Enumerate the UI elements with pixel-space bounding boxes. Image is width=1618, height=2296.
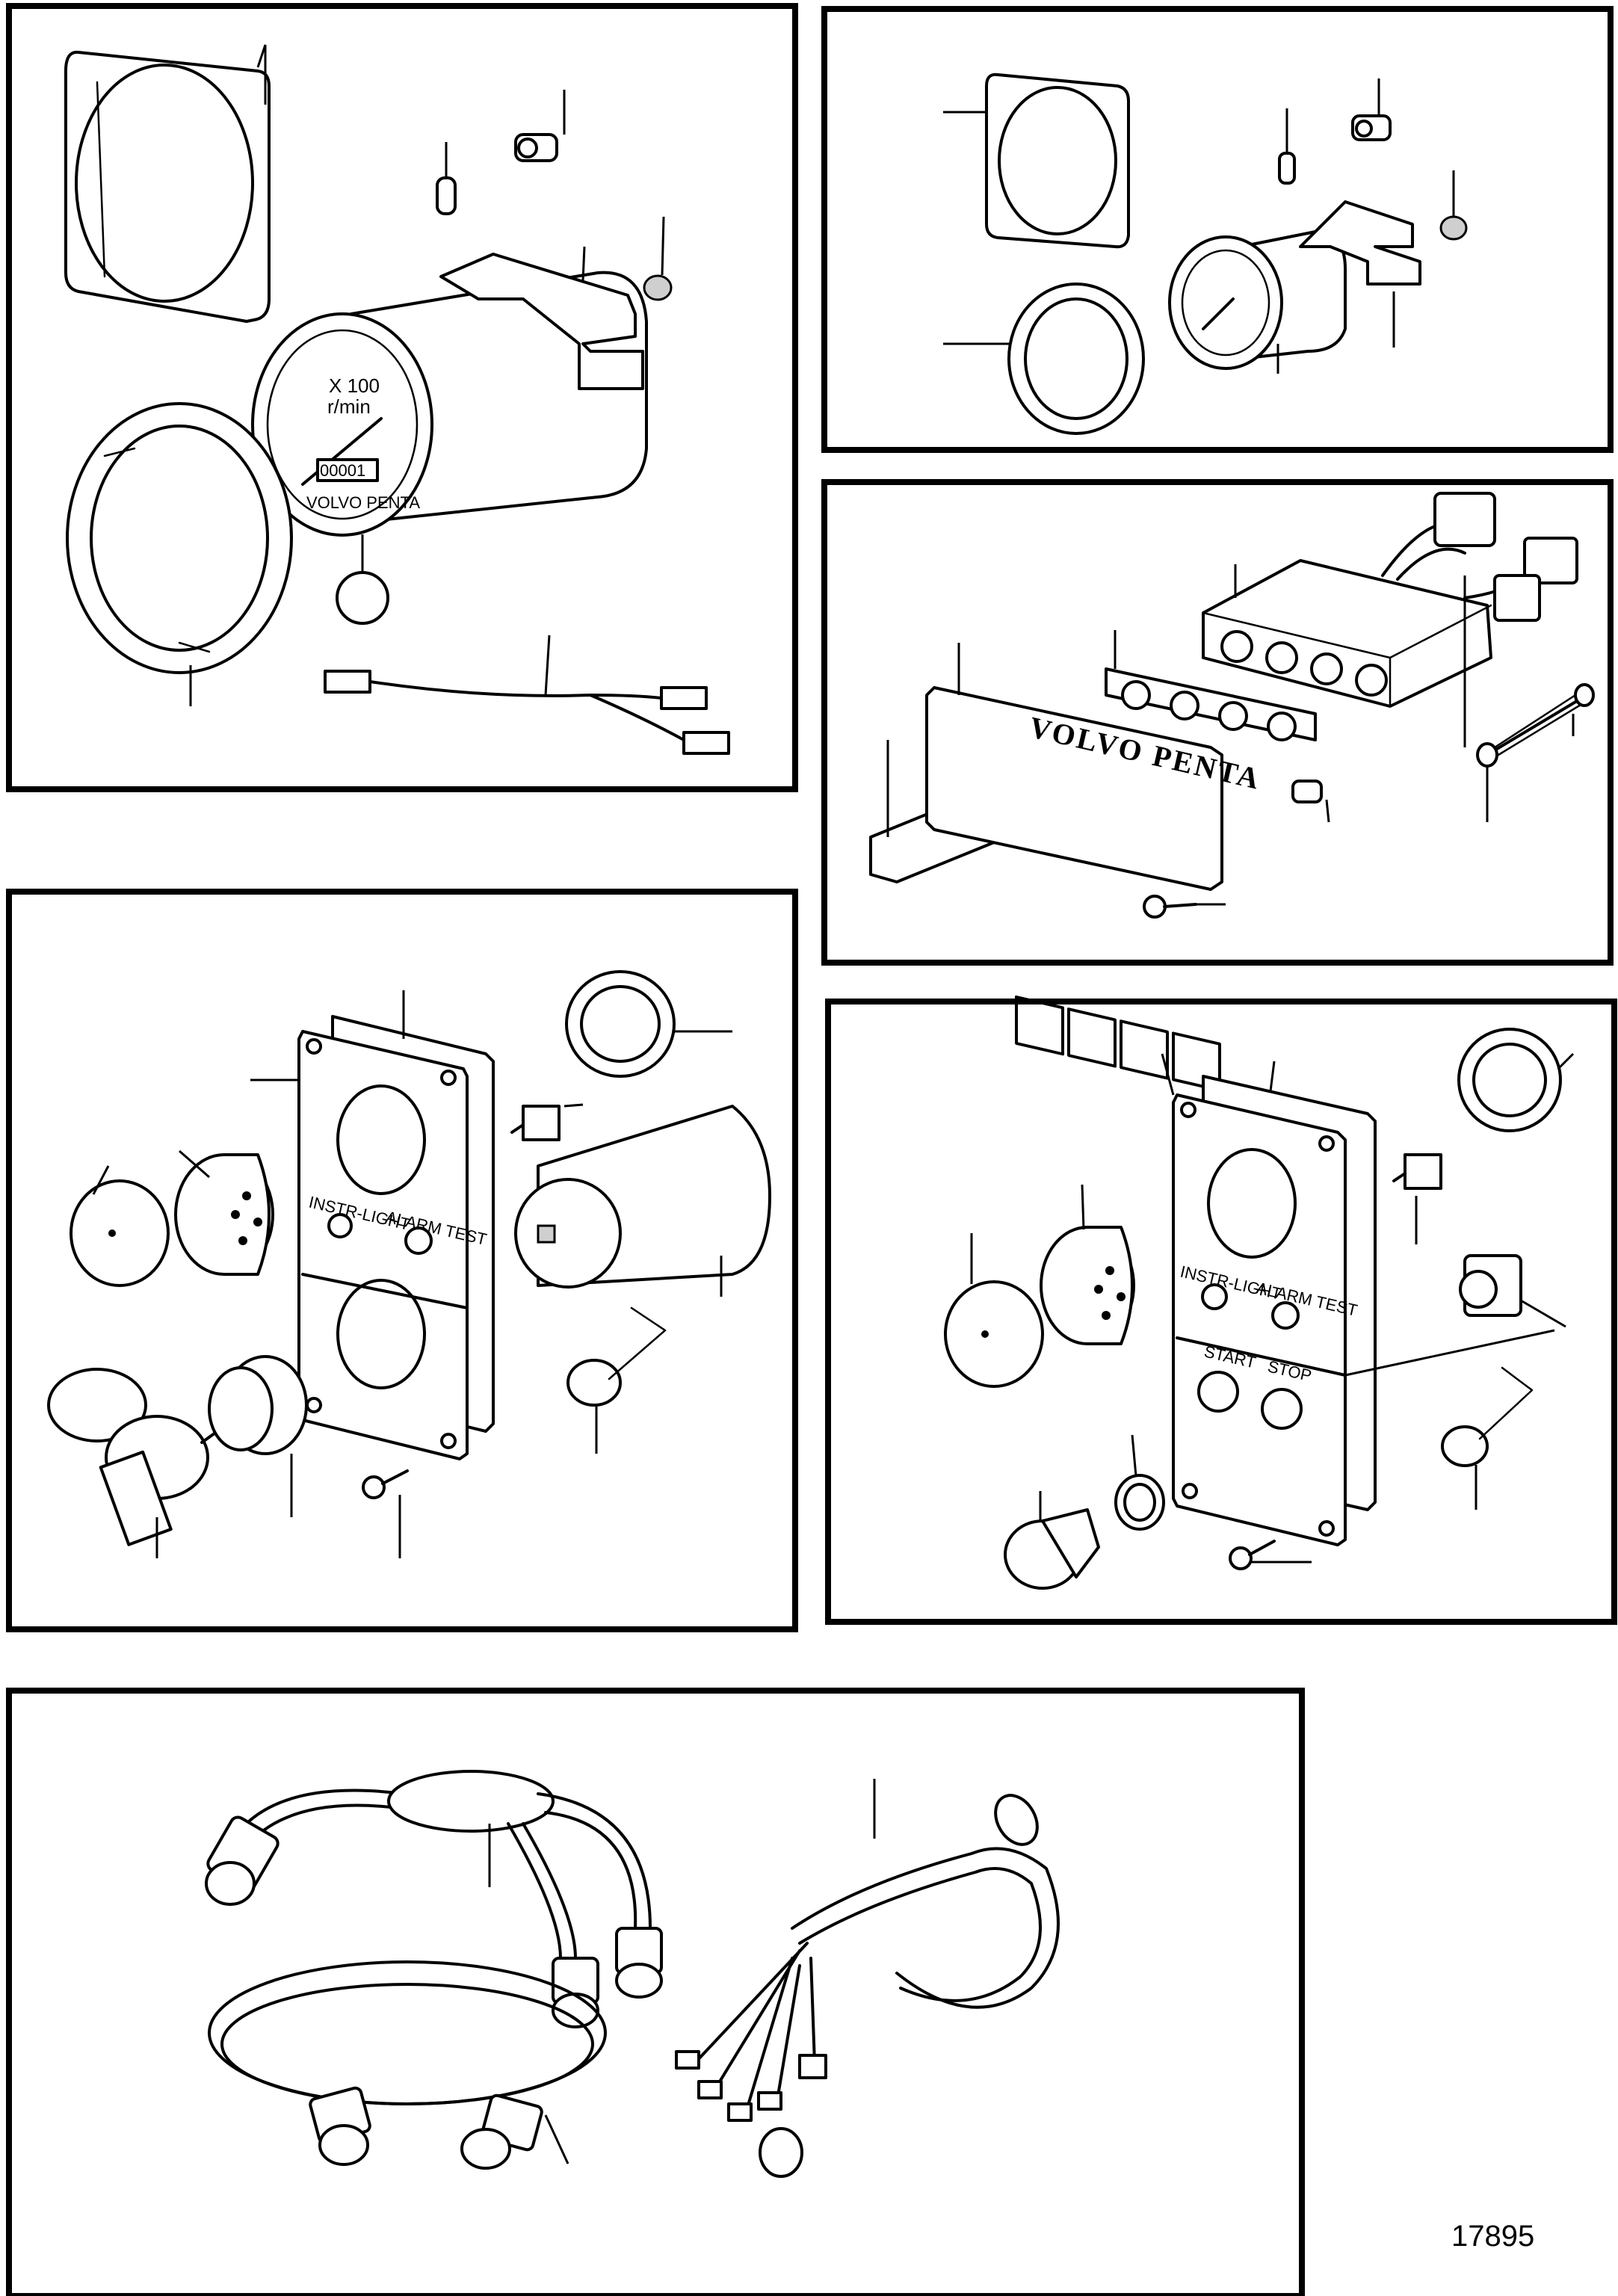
round-bezel bbox=[66, 402, 293, 706]
right-buzzer bbox=[1040, 1184, 1135, 1345]
right-toggle-switch bbox=[1392, 1153, 1442, 1244]
right-retaining-ring bbox=[1457, 1028, 1575, 1132]
small-round-bezel bbox=[943, 283, 1145, 435]
left-ignition-switch bbox=[47, 1368, 256, 1558]
right-push-button bbox=[1441, 1366, 1534, 1510]
left-push-button bbox=[566, 1306, 667, 1454]
small-square-bezel bbox=[943, 72, 1130, 249]
left-toggle-switch bbox=[510, 1103, 584, 1141]
extension-cable bbox=[208, 1960, 607, 2170]
light-cable bbox=[324, 635, 730, 755]
long-screw bbox=[1492, 683, 1595, 756]
warning-panel-section: VOLVO PENTA bbox=[821, 479, 1614, 1092]
cables-section bbox=[6, 1688, 1305, 2296]
right-panel-screw bbox=[1229, 1540, 1312, 1570]
small-bulb-holder bbox=[1351, 78, 1392, 141]
warning-module bbox=[1202, 559, 1492, 708]
tachometer-brand: VOLVO PENTA bbox=[306, 493, 420, 512]
small-bulb bbox=[1278, 108, 1296, 185]
right-buzzer-cap bbox=[944, 1233, 1044, 1388]
small-nut bbox=[1439, 170, 1468, 241]
nut bbox=[643, 216, 673, 301]
left-panel-screw bbox=[362, 1469, 409, 1558]
drawing-number: 17895 bbox=[1451, 2220, 1535, 2253]
tachometer-section: X 100 r/min 00001 VOLVO PENTA bbox=[6, 3, 798, 792]
right-assembly-line bbox=[1344, 1329, 1555, 1377]
small-gauge-section bbox=[821, 6, 1614, 453]
square-bezel bbox=[64, 44, 271, 323]
tachometer-frame bbox=[6, 3, 798, 792]
panel-screw bbox=[1143, 895, 1226, 919]
left-lock-nut bbox=[208, 1355, 308, 1517]
right-key-switch bbox=[1459, 1254, 1566, 1328]
reference-circle bbox=[336, 571, 389, 625]
right-instrument-panel-frame bbox=[825, 999, 1617, 1625]
bulb-holder bbox=[514, 90, 566, 162]
wiring-harness-connectors bbox=[1381, 492, 1578, 622]
left-instrument-panel-frame bbox=[6, 889, 798, 1632]
left-buzzer bbox=[174, 1149, 274, 1276]
washer bbox=[1476, 742, 1498, 822]
small-gauge-frame bbox=[821, 6, 1614, 453]
y-splitter-cable bbox=[205, 1770, 663, 2028]
left-panel-front-plate: INSTR-LIGHT ALARM TEST bbox=[250, 1030, 489, 1460]
bulb bbox=[436, 142, 457, 215]
lamp-bulb bbox=[1291, 780, 1330, 823]
main-wiring-harness bbox=[675, 1779, 1060, 2178]
lamp-holder-strip bbox=[1105, 630, 1317, 741]
left-socket bbox=[514, 1105, 771, 1297]
right-start-button bbox=[1004, 1491, 1100, 1590]
right-instrument-panel-section: INSTR-LIGHT ALARM TEST START STOP bbox=[825, 999, 1617, 1625]
mounting-bracket bbox=[439, 246, 644, 390]
right-button-ring bbox=[1114, 1434, 1165, 1531]
cables-frame bbox=[6, 1688, 1305, 2296]
small-gauge bbox=[1168, 230, 1347, 374]
hour-counter: 00001 bbox=[320, 461, 365, 480]
right-panel-front-plate: INSTR-LIGHT ALARM TEST START STOP bbox=[1161, 1053, 1359, 1546]
small-bracket bbox=[1299, 200, 1421, 348]
left-retaining-ring bbox=[565, 970, 732, 1078]
tachometer-scale-label: X 100 bbox=[329, 374, 380, 397]
left-instrument-panel-section: INSTR-LIGHT ALARM TEST bbox=[6, 889, 798, 1632]
tachometer-unit-label: r/min bbox=[327, 395, 371, 418]
left-buzzer-cap bbox=[70, 1165, 170, 1287]
warning-panel-frame bbox=[821, 479, 1614, 966]
